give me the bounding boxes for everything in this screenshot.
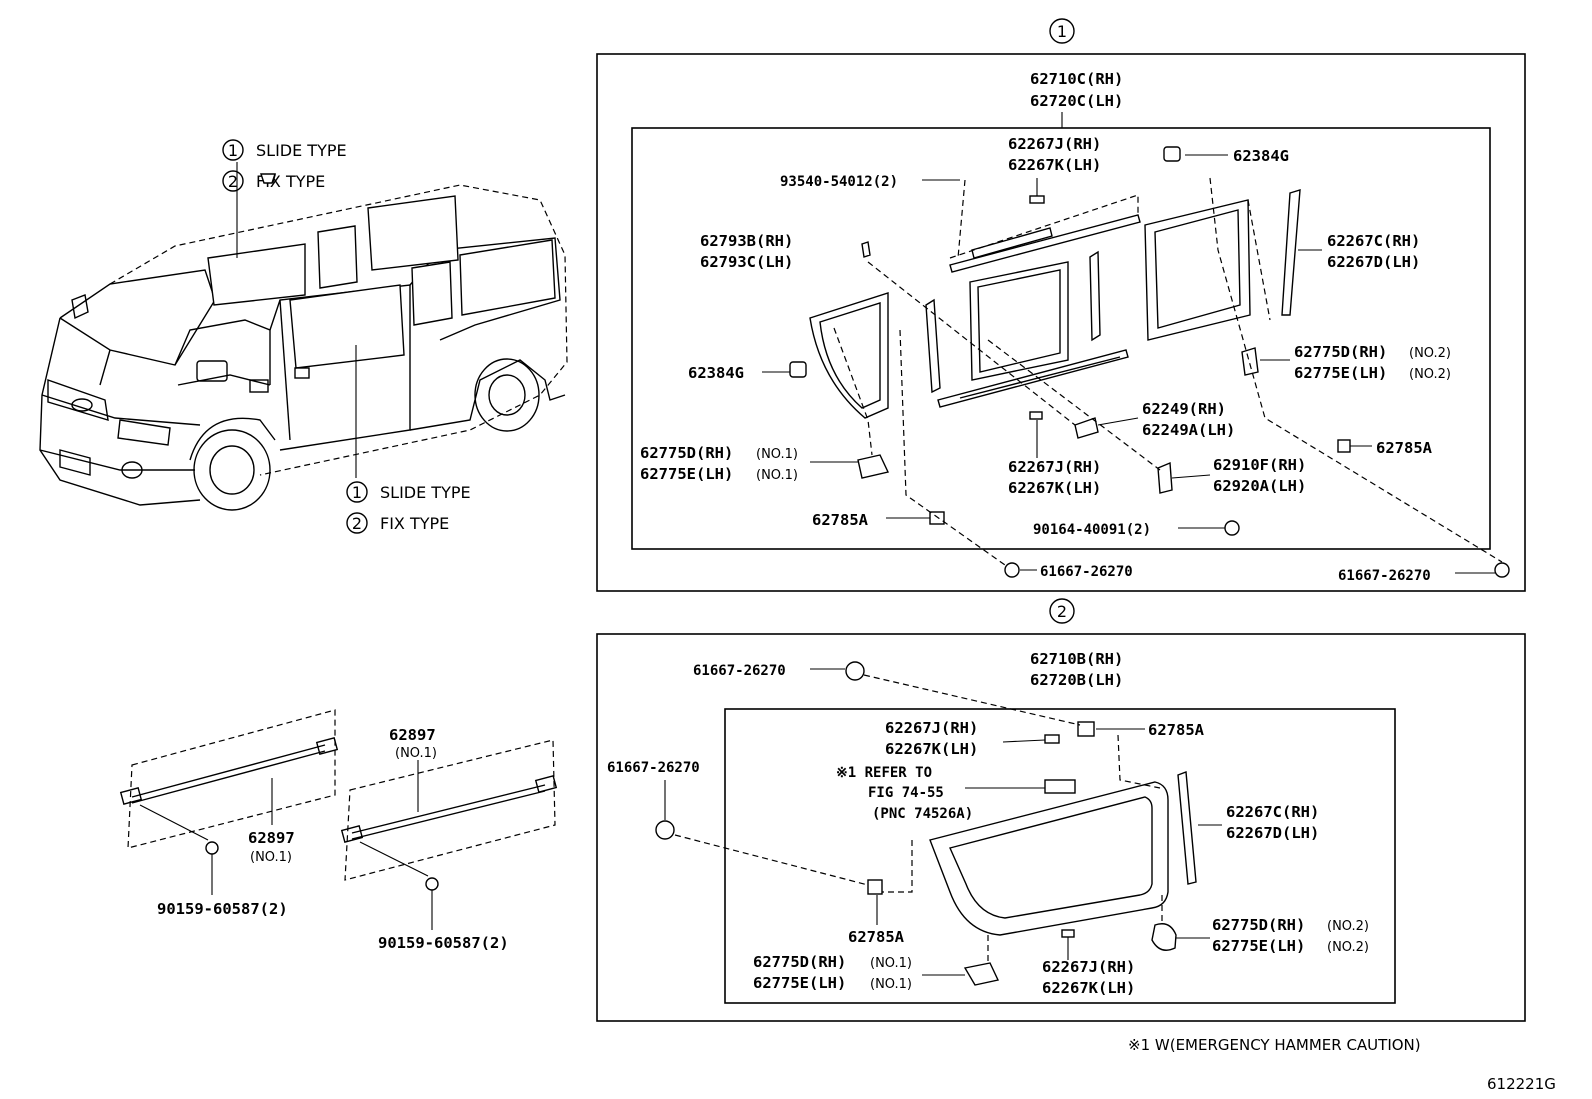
- molding-right-part: 62897: [389, 726, 436, 744]
- p1-screw: 93540-54012(2): [780, 174, 898, 190]
- van-legend-top: 1 SLIDE TYPE 2 FIX TYPE: [222, 139, 347, 192]
- p1-lower-rh-note: (NO.1): [756, 447, 798, 462]
- p1-lock-lh: 62920A(LH): [1213, 477, 1306, 495]
- p1-plate-rh: 62249(RH): [1142, 400, 1226, 418]
- p1-cap-bot-lh: 62267K(LH): [1008, 479, 1101, 497]
- window-rear-upper: [207, 243, 306, 306]
- p1-screw2: 90164-40091(2): [1033, 522, 1151, 538]
- p2-cap-rh: 62267J(RH): [885, 719, 978, 737]
- p1-lower-rh: 62775D(RH): [640, 444, 733, 462]
- p1-lock-rh: 62910F(RH): [1213, 456, 1306, 474]
- p2-latch-r-rh-note: (NO.2): [1327, 919, 1369, 934]
- window-slide: [289, 284, 405, 369]
- p2-cap-bot-lh: 62267K(LH): [1042, 979, 1135, 997]
- p1-latch-lh-note: (NO.2): [1409, 367, 1451, 382]
- p1-lower-lh: 62775E(LH): [640, 465, 733, 483]
- p2-cap-bot-rh: 62267J(RH): [1042, 958, 1135, 976]
- window-back: [459, 239, 556, 316]
- p1-latch-rh: 62775D(RH): [1294, 343, 1387, 361]
- p2-assembly-rh: 62710B(RH): [1030, 650, 1123, 668]
- panel-1-number: 1: [1057, 22, 1067, 41]
- molding-right: 62897 (NO.1) 90159-60587(2): [340, 726, 558, 952]
- p1-cap-top-rh: 62267J(RH): [1008, 135, 1101, 153]
- p2-assembly-lh: 62720B(LH): [1030, 671, 1123, 689]
- p1-spacer-left: 62384G: [688, 364, 744, 382]
- p2-latch-l-rh-note: (NO.1): [870, 956, 912, 971]
- p1-plate-lh: 62249A(LH): [1142, 421, 1235, 439]
- p2-latch-r-rh: 62775D(RH): [1212, 916, 1305, 934]
- p2-weather-rh: 62267C(RH): [1226, 803, 1319, 821]
- p2-latch-l-rh: 62775D(RH): [753, 953, 846, 971]
- p1-cap-bot-rh: 62267J(RH): [1008, 458, 1101, 476]
- window-quarter: [317, 225, 358, 289]
- p1-clip-left: 62785A: [812, 511, 869, 529]
- p2-refer-3: (PNC 74526A): [872, 806, 973, 822]
- p2-latch-r-lh: 62775E(LH): [1212, 937, 1305, 955]
- window-mid: [411, 261, 453, 326]
- figure-code: 612221G: [1487, 1075, 1556, 1093]
- p1-weather-rh: 62267C(RH): [1327, 232, 1420, 250]
- legend-top-num-1: 1: [228, 141, 238, 160]
- p2-latch-r-lh-note: (NO.2): [1327, 940, 1369, 955]
- p2-clip-top-right: 62785A: [1148, 721, 1205, 739]
- molding-left: 62897 (NO.1) 90159-60587(2): [119, 709, 339, 918]
- p1-latch-lh: 62775E(LH): [1294, 364, 1387, 382]
- footnote: ※1 W(EMERGENCY HAMMER CAUTION): [1128, 1036, 1421, 1054]
- p1-cap-top-lh: 62267K(LH): [1008, 156, 1101, 174]
- molding-right-bolt: 90159-60587(2): [378, 934, 509, 952]
- window-rear: [367, 195, 459, 271]
- p2-refer-2: FIG 74-55: [868, 785, 944, 801]
- legend-top-slide: SLIDE TYPE: [256, 141, 347, 160]
- molding-left-part: 62897: [248, 829, 295, 847]
- legend-top-num-2: 2: [228, 172, 238, 191]
- legend-bottom-fix: FIX TYPE: [380, 514, 449, 533]
- p1-assembly-lh: 62720C(LH): [1030, 92, 1123, 110]
- p1-clip-bot: 61667-26270: [1040, 564, 1133, 580]
- p1-spacer-top: 62384G: [1233, 147, 1289, 165]
- p2-clip-top: 61667-26270: [693, 663, 786, 679]
- van-illustration: [39, 162, 568, 511]
- molding-left-bolt: 90159-60587(2): [157, 900, 288, 918]
- p2-refer-1: ※1 REFER TO: [836, 765, 932, 781]
- p2-latch-l-lh: 62775E(LH): [753, 974, 846, 992]
- molding-right-note: (NO.1): [395, 746, 437, 761]
- p1-lower-lh-note: (NO.1): [756, 468, 798, 483]
- p1-clip-right: 62785A: [1376, 439, 1433, 457]
- p1-weather-lh: 62267D(LH): [1327, 253, 1420, 271]
- p2-clip-left: 61667-26270: [607, 760, 700, 776]
- p2-clip-bottom: 62785A: [848, 928, 905, 946]
- p1-assembly-rh: 62710C(RH): [1030, 70, 1123, 88]
- panel-2-number: 2: [1057, 602, 1067, 621]
- p1-stopper-rh: 62793B(RH): [700, 232, 793, 250]
- p1-stopper-lh: 62793C(LH): [700, 253, 793, 271]
- p2-cap-lh: 62267K(LH): [885, 740, 978, 758]
- panel-2-fix-type: 2 62710B(RH) 62720B(LH): [596, 598, 1526, 1022]
- legend-bottom-num-2: 2: [352, 514, 362, 533]
- van-legend-bottom: 1 SLIDE TYPE 2 FIX TYPE: [346, 481, 471, 534]
- p2-latch-l-lh-note: (NO.1): [870, 977, 912, 992]
- legend-bottom-num-1: 1: [352, 483, 362, 502]
- panel-1-slide-type: 1 62710C(RH) 62720C(LH): [260, 18, 1526, 592]
- legend-bottom-slide: SLIDE TYPE: [380, 483, 471, 502]
- p2-weather-lh: 62267D(LH): [1226, 824, 1319, 842]
- p1-clip-br: 61667-26270: [1338, 568, 1431, 584]
- p1-latch-rh-note: (NO.2): [1409, 346, 1451, 361]
- molding-left-note: (NO.1): [250, 850, 292, 865]
